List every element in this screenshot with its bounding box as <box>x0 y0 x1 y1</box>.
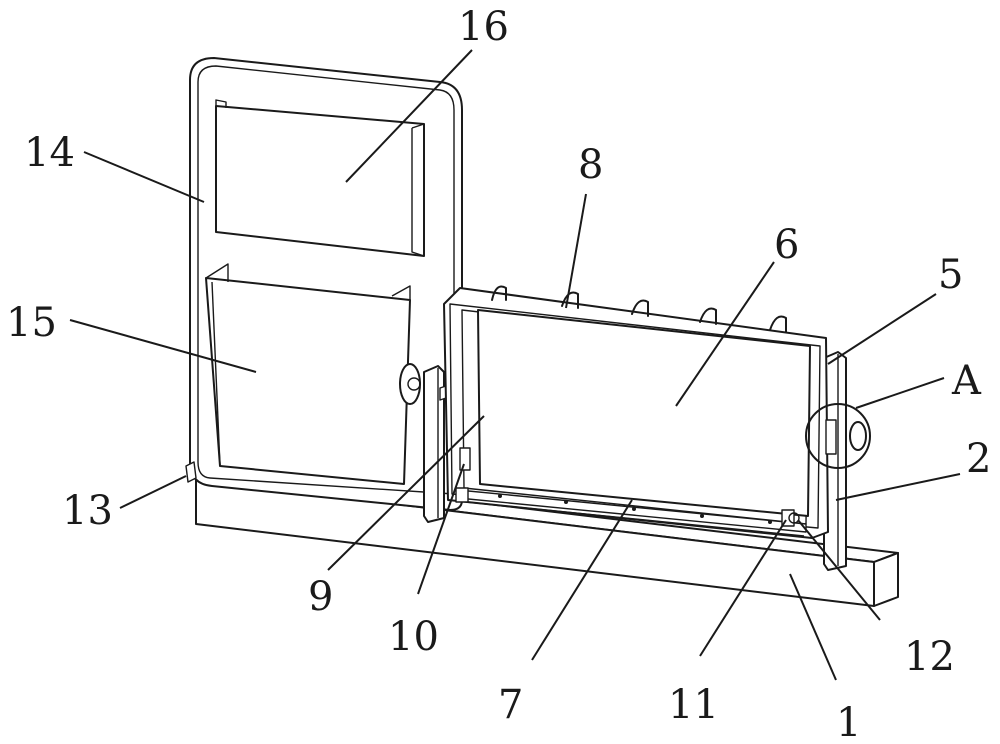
left-post <box>424 366 446 522</box>
label-14: 14 <box>24 130 75 176</box>
label-10: 10 <box>388 614 439 660</box>
label-2: 2 <box>966 436 991 482</box>
label-1: 1 <box>836 700 861 744</box>
label-5: 5 <box>938 252 963 298</box>
label-11: 11 <box>668 682 719 728</box>
label-7: 7 <box>498 682 523 728</box>
label-A: A <box>951 358 982 404</box>
label-8: 8 <box>578 142 603 188</box>
label-9: 9 <box>308 574 333 620</box>
upper-panel <box>216 100 424 256</box>
label-15: 15 <box>6 300 57 346</box>
knob-left <box>400 364 420 404</box>
label-16: 16 <box>458 4 509 50</box>
label-12: 12 <box>904 634 955 680</box>
lower-pocket <box>206 264 410 484</box>
label-6: 6 <box>774 222 799 268</box>
corner-foot <box>186 462 196 482</box>
label-13: 13 <box>62 488 113 534</box>
